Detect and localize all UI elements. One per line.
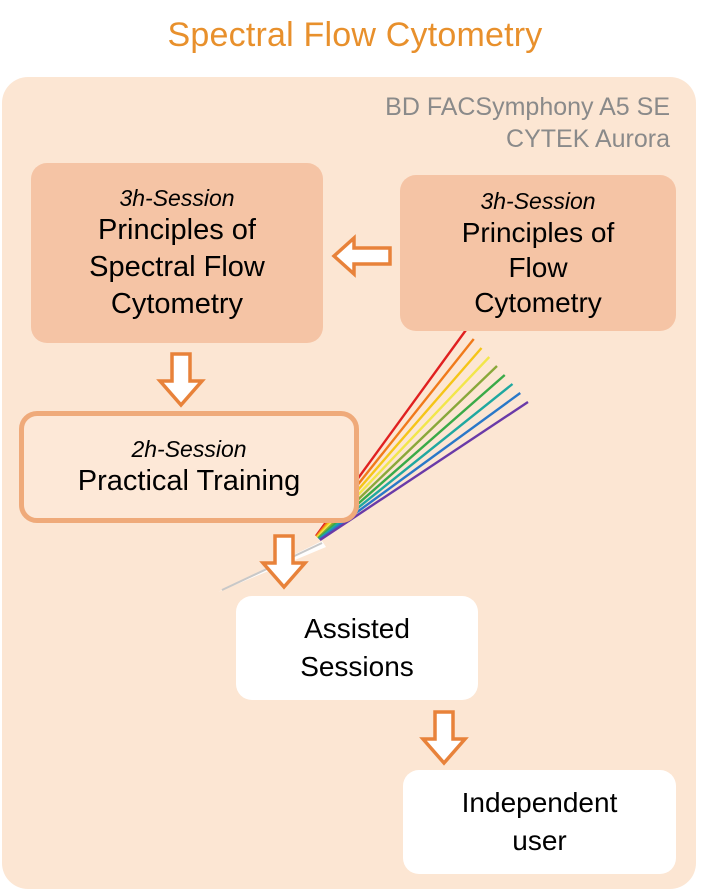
box-line: Principles of bbox=[461, 216, 615, 248]
practical-training-box: 2h-Session Practical Training bbox=[19, 411, 359, 523]
spectral-principles-box: 3h-Session Principles of Spectral Flow C… bbox=[31, 163, 323, 343]
box-line: Independent bbox=[461, 787, 618, 818]
box-line: Spectral Flow bbox=[89, 250, 265, 283]
spectrum-ray bbox=[319, 401, 529, 541]
box-line: Sessions bbox=[300, 651, 414, 682]
down-arrow-icon bbox=[419, 710, 469, 766]
box-line: user bbox=[512, 825, 567, 856]
session-duration: 3h-Session bbox=[119, 184, 235, 211]
box-line: Cytometry bbox=[474, 286, 602, 318]
session-duration: 3h-Session bbox=[480, 187, 596, 214]
box-line: Cytometry bbox=[110, 287, 244, 320]
diagram-title: Spectral Flow Cytometry bbox=[167, 16, 543, 54]
flow-principles-box: 3h-Session Principles of Flow Cytometry bbox=[400, 175, 676, 331]
instrument-2: CYTEK Aurora bbox=[506, 125, 670, 153]
assisted-sessions-box: Assisted Sessions bbox=[236, 596, 478, 700]
instrument-list: BD FACSymphony A5 SE CYTEK Aurora bbox=[385, 91, 670, 155]
independent-user-box: Independent user bbox=[403, 770, 676, 874]
down-arrow-icon bbox=[156, 352, 206, 408]
box-line: Practical Training bbox=[77, 464, 301, 497]
left-arrow-icon bbox=[331, 234, 392, 278]
box-line: Principles of bbox=[98, 213, 256, 246]
instrument-1: BD FACSymphony A5 SE bbox=[385, 93, 670, 121]
session-duration: 2h-Session bbox=[131, 435, 247, 462]
down-arrow-icon bbox=[259, 534, 309, 590]
box-line: Flow bbox=[508, 251, 568, 283]
box-line: Assisted bbox=[304, 613, 410, 644]
